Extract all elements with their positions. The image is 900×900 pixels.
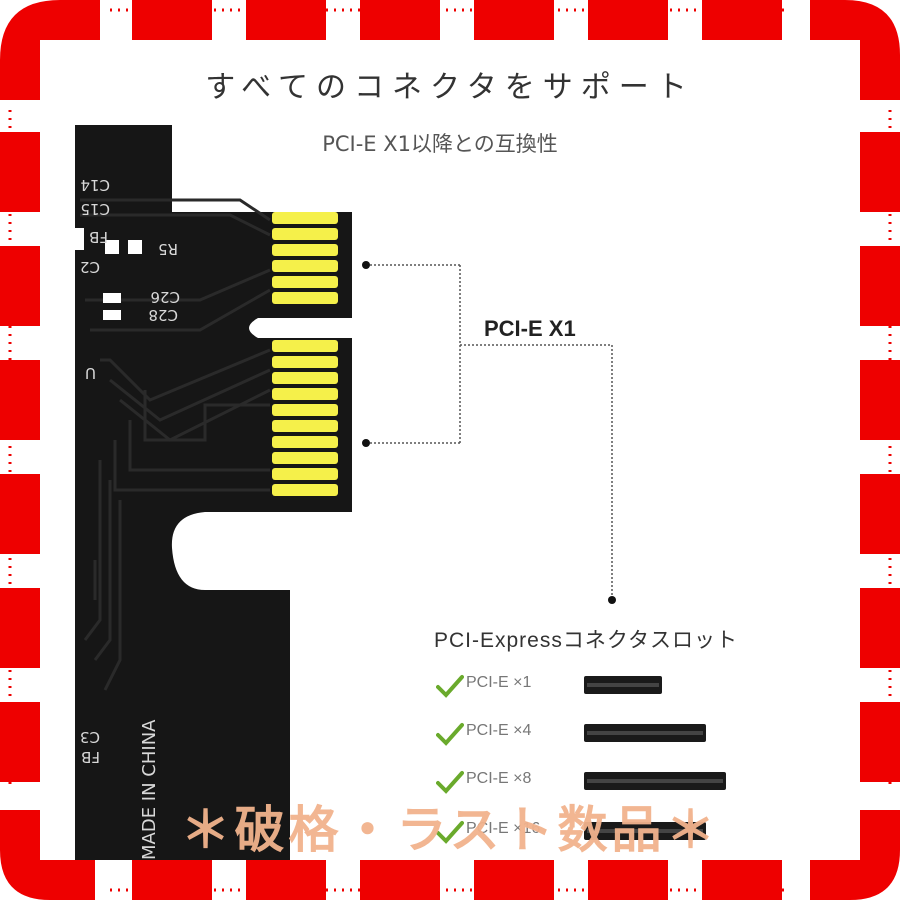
check-icon <box>436 723 464 746</box>
silk-made-in-china: MADE IN CHINA <box>139 719 160 860</box>
silk-fb: FB <box>89 228 108 246</box>
slot-row-x16: PCI-E ×16 <box>436 818 736 848</box>
gold-contacts-upper <box>272 212 338 304</box>
silk-fb2: FB <box>81 748 100 766</box>
slot-x1-image <box>584 676 662 694</box>
sale-banner: ＊破格・ラスト数品＊ <box>180 801 720 859</box>
slot-row-x1: PCI-E ×1 <box>436 672 736 702</box>
slot-list-title: PCI-Expressコネクタスロット <box>434 629 739 652</box>
smd-components <box>74 228 142 320</box>
check-icon <box>436 771 464 794</box>
slot-row-x4: PCI-E ×4 <box>436 720 736 750</box>
silk-r5: R5 <box>158 240 178 258</box>
leader-lines <box>366 264 613 600</box>
silk-c28: C28 <box>148 306 178 324</box>
silk-c2: C2 <box>80 258 100 276</box>
check-icon <box>436 675 464 698</box>
slot-row-x8: PCI-E ×8 <box>436 768 736 798</box>
page-title: すべてのコネクタをサポート <box>205 70 695 105</box>
slot-label: PCI-E ×8 <box>466 770 532 787</box>
gold-contacts-lower <box>272 340 338 496</box>
silk-u: U <box>85 364 96 382</box>
slot-label: PCI-E ×4 <box>466 722 532 739</box>
slot-x8-image <box>584 772 726 790</box>
silk-c14: C14 <box>80 176 110 194</box>
check-icon <box>436 821 464 844</box>
slot-label: PCI-E ×16 <box>466 820 541 837</box>
pcb-board <box>75 125 352 860</box>
connector-label: PCI-E X1 <box>484 316 576 341</box>
slot-x16-image <box>584 822 706 840</box>
slot-x4-image <box>584 724 706 742</box>
silk-c15: C15 <box>80 200 110 218</box>
silk-c26: C26 <box>150 288 180 306</box>
pcb-traces <box>80 198 271 691</box>
compatibility-subtitle: PCI-E X1以降との互換性 <box>322 132 558 156</box>
slot-label: PCI-E ×1 <box>466 674 532 691</box>
silk-c3: C3 <box>80 728 100 746</box>
